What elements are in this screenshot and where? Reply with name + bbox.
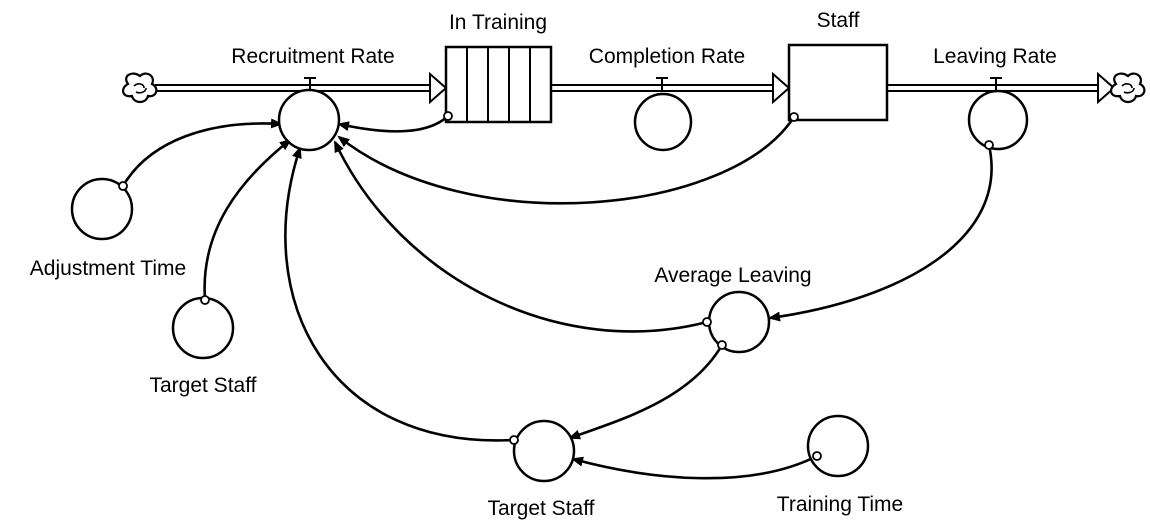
link-average-leaving-to-recruitment [333,140,708,333]
label-staff: Staff [817,9,860,32]
link-average-leaving-to-target-staff [568,344,724,440]
link-in-training-to-recruitment [337,115,449,133]
converter-recruitment-rate[interactable] [277,88,341,152]
link-staff-to-recruitment [337,116,796,205]
connector-tail [702,317,712,327]
converter-leaving-rate[interactable] [967,89,1029,151]
label-leaving-rate: Leaving Rate [933,45,1057,68]
label-training-time: Training Time [777,493,903,516]
valve-icon [656,77,668,90]
connector-tail [118,181,128,191]
label-target-staff-bottom: Target Staff [487,497,594,520]
converter-target-staff-bottom[interactable] [512,419,576,483]
link-leaving-rate-to-average-leaving [768,144,993,322]
flow-pipe-completion [552,71,791,105]
label-target-staff-left: Target Staff [149,374,256,397]
flow-pipe-recruitment [155,71,448,105]
valve-icon [990,77,1002,90]
connector-tail [200,295,210,305]
connector-tail [812,451,822,461]
cloud-source-icon [122,72,158,104]
stock-in-training[interactable] [444,45,553,124]
flow-pipe-leaving [888,71,1116,105]
stock-staff[interactable] [787,43,889,122]
link-target-staff-to-recruitment [284,146,515,442]
label-completion-rate: Completion Rate [589,45,745,68]
link-training-time-to-target-staff [571,454,818,480]
converter-completion-rate[interactable] [633,92,693,152]
label-recruitment-rate: Recruitment Rate [231,45,394,68]
label-in-training: In Training [449,11,547,34]
connector-tail [509,435,519,445]
connector-tail [443,111,453,121]
label-adjustment-time: Adjustment Time [30,257,186,280]
link-adjustment-time-to-recruitment [121,118,283,187]
connector-tail [789,112,799,122]
converter-training-time[interactable] [806,414,870,478]
converter-adjustment-time[interactable] [70,177,134,241]
label-average-leaving: Average Leaving [654,264,811,287]
link-target-staff-left-to-recruitment [203,138,292,301]
cloud-sink-icon [1110,72,1146,104]
converter-target-staff-left[interactable] [171,296,235,360]
connector-tail [717,340,727,350]
valve-icon [304,77,316,90]
connector-tail [984,140,994,150]
